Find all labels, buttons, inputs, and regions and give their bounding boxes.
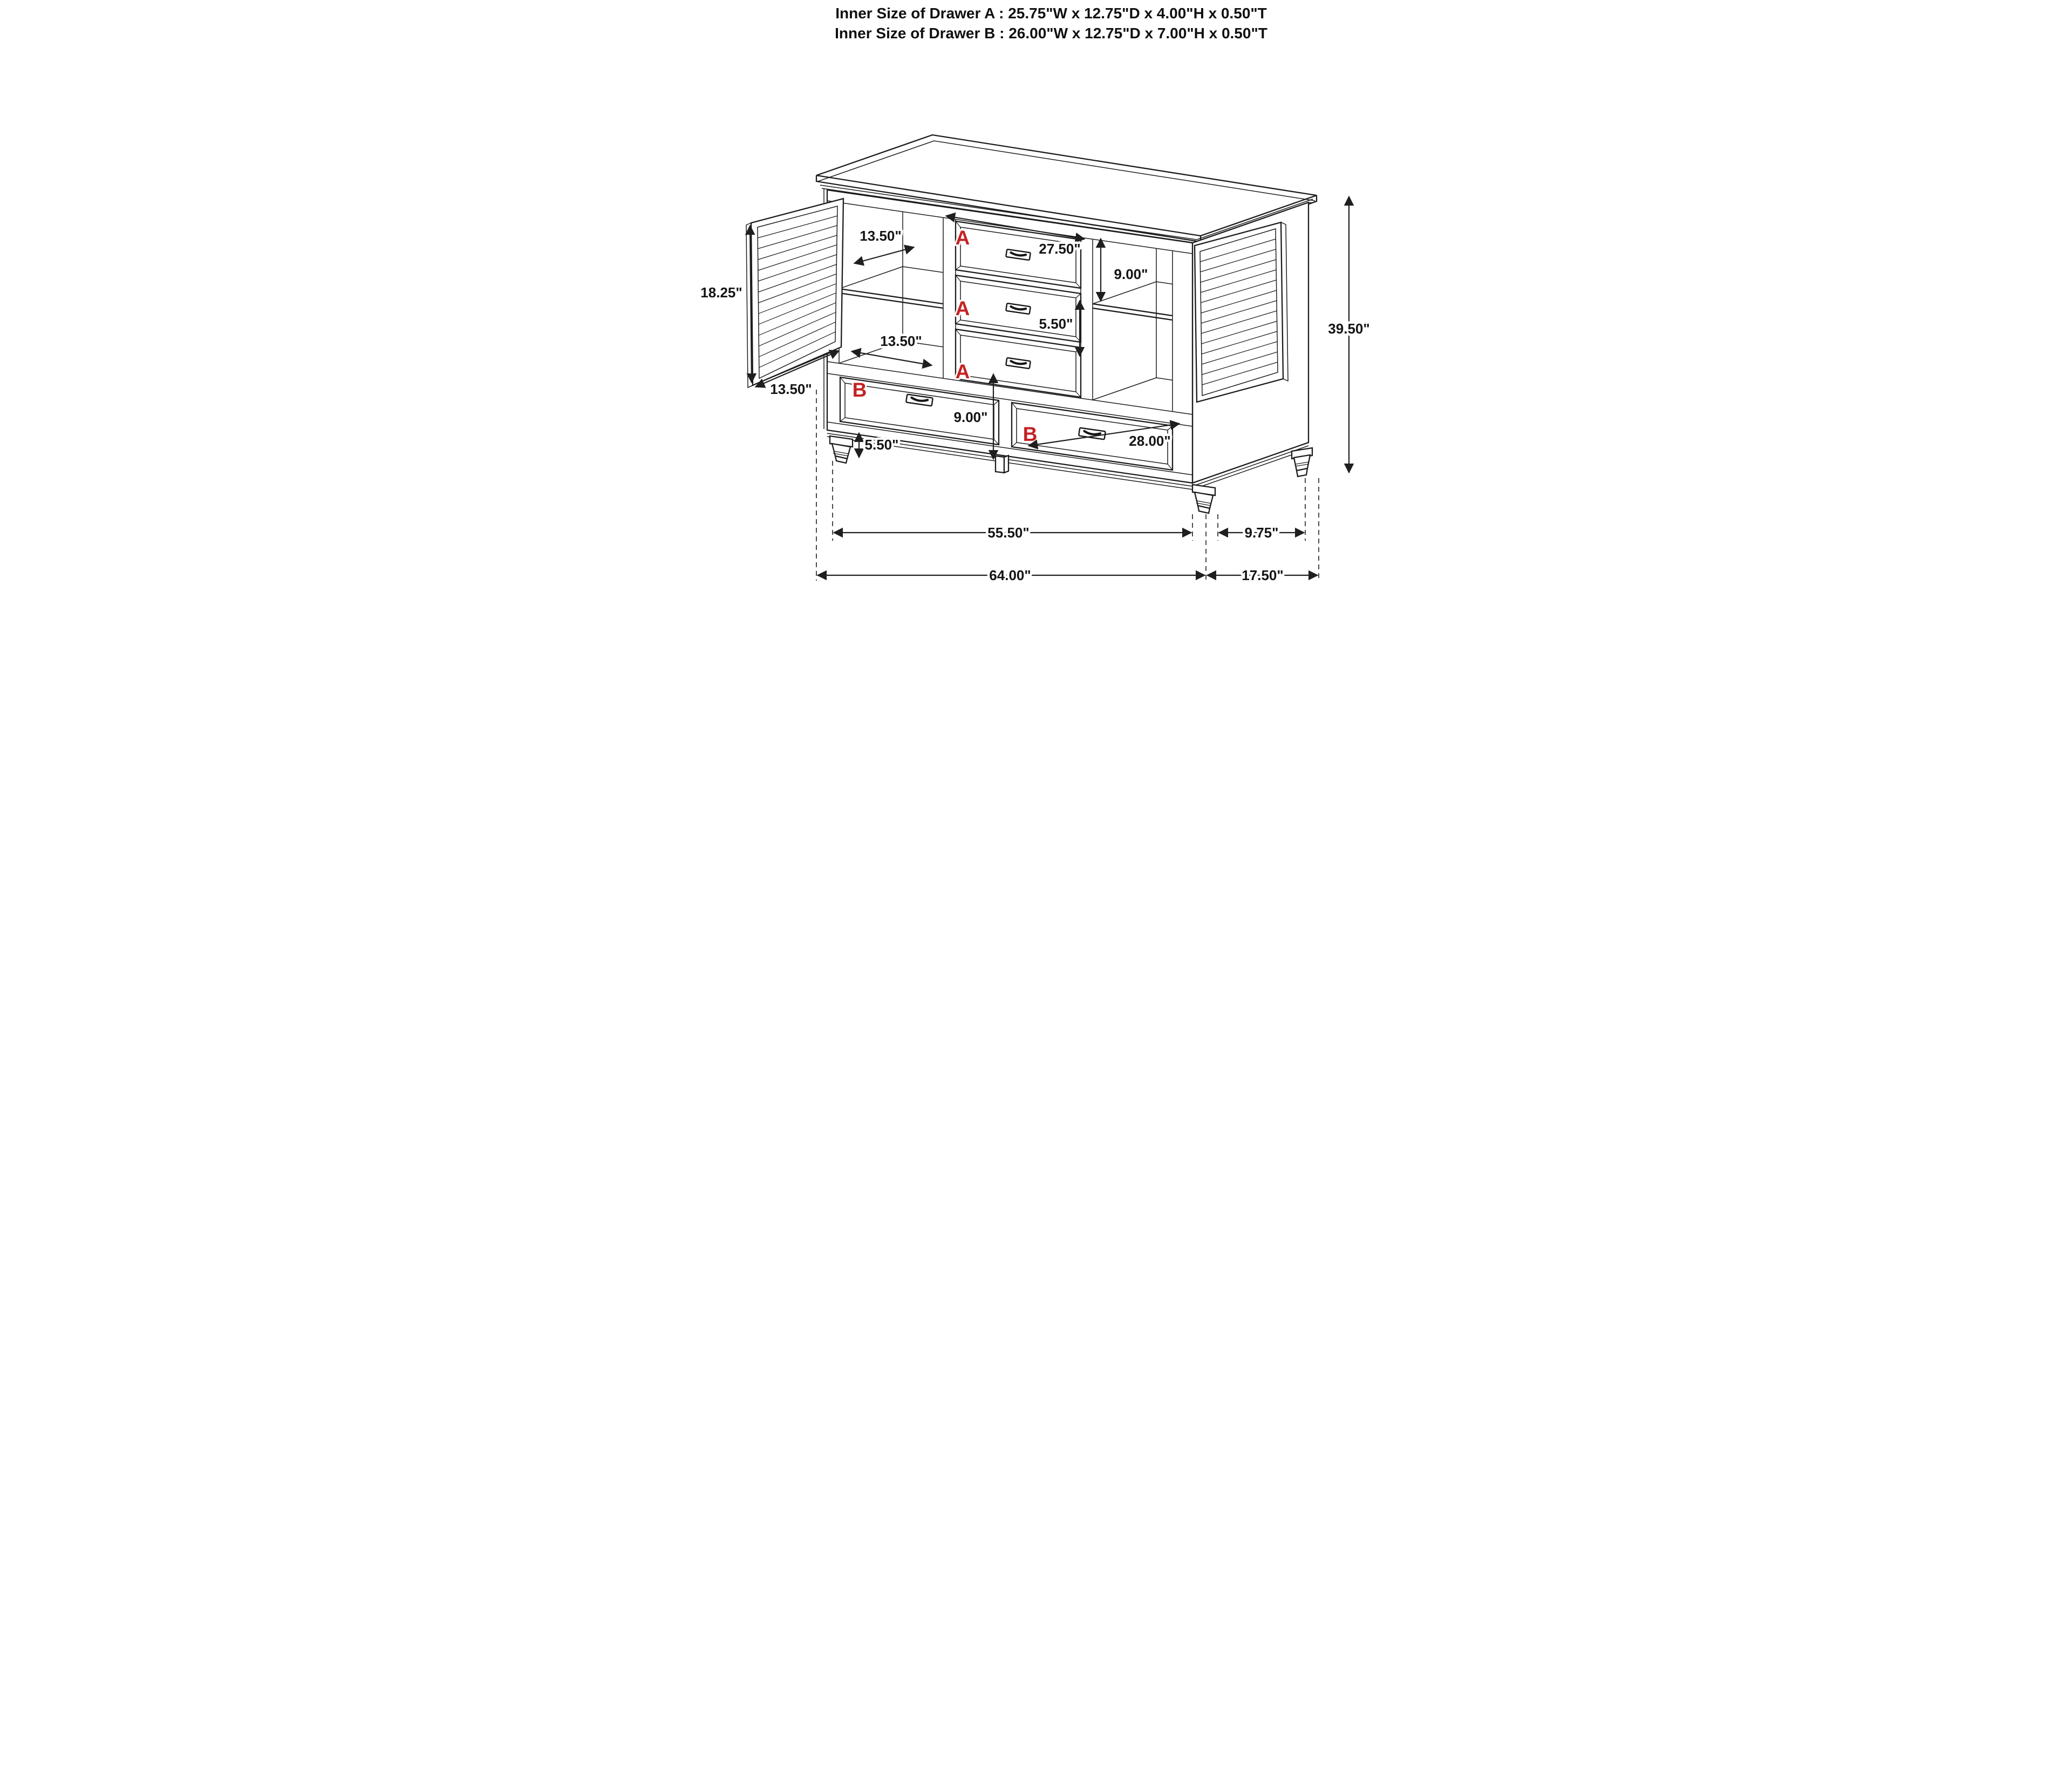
front-left-leg [829, 435, 854, 464]
dim-door-height: 18.25" [700, 284, 742, 301]
drawer-b1: B [839, 376, 1000, 446]
left-opening-width-arrow [850, 348, 933, 369]
dim-drawer-b-width: 28.00" [1129, 433, 1170, 449]
dim-shelf-depth: 13.50" [860, 228, 901, 244]
dim-left-opening-width: 13.50" [880, 333, 922, 349]
front-right-leg [1191, 484, 1216, 514]
shelf-depth-arrow [853, 244, 915, 266]
drawer-a3-label: A [956, 360, 970, 383]
drawer-b2-label: B [1023, 423, 1038, 445]
top-slab [815, 134, 1318, 243]
center-front-leg [994, 454, 1010, 474]
furniture-dimension-sheet: Inner Size of Drawer A : 25.75"W x 12.75… [691, 0, 1381, 597]
dim-drawer-b-height: 9.00" [954, 409, 988, 425]
dim-side-leg-span: 9.75" [1245, 525, 1279, 541]
drawer-b1-handle [905, 393, 933, 407]
door-height-arrow [745, 224, 757, 384]
dim-drawer-a-width: 27.50" [1039, 241, 1080, 257]
dim-door-width: 13.50" [770, 381, 812, 397]
header-line-1: Inner Size of Drawer A : 25.75"W x 12.75… [835, 5, 1267, 22]
drawer-a2-handle [1005, 302, 1031, 315]
header: Inner Size of Drawer A : 25.75"W x 12.75… [835, 5, 1267, 42]
dim-front-leg-span: 55.50" [987, 525, 1029, 541]
dim-drawer-a-height: 5.50" [1039, 316, 1073, 332]
drawer-a1-label: A [956, 227, 970, 249]
right-opening [1093, 239, 1173, 400]
projection-lines [816, 390, 1319, 582]
dim-overall-height: 39.50" [1328, 321, 1369, 337]
left-door-louvers [757, 215, 838, 368]
right-door-louvers [1199, 239, 1278, 385]
dresser-dimension-diagram: Inner Size of Drawer A : 25.75"W x 12.75… [698, 5, 1372, 586]
drawer-a3: A [954, 328, 1082, 398]
drawer-a1-handle [1005, 248, 1031, 261]
drawer-a-width-arrow [945, 212, 1086, 243]
drawer-b-width-arrow [1027, 420, 1181, 450]
drawer-b1-label: B [853, 379, 867, 401]
header-line-2: Inner Size of Drawer B : 26.00"W x 12.75… [835, 25, 1267, 42]
drawer-a3-handle [1005, 357, 1031, 370]
dim-overall-depth: 17.50" [1242, 567, 1283, 583]
dim-overall-width: 64.00" [989, 567, 1031, 583]
dim-right-opening-height: 9.00" [1114, 266, 1148, 282]
door-width-arrow [754, 350, 840, 388]
right-door [1194, 221, 1289, 403]
dim-leg-height: 5.50" [865, 437, 899, 453]
legs [829, 435, 1313, 514]
dimension-lines [745, 195, 1354, 581]
right-end-leg [1291, 447, 1313, 478]
dimension-labels: 18.25" 13.50" 27.50" 9.00" 5.50" 13.50" … [698, 226, 1372, 586]
drawer-a2-label: A [956, 297, 970, 319]
